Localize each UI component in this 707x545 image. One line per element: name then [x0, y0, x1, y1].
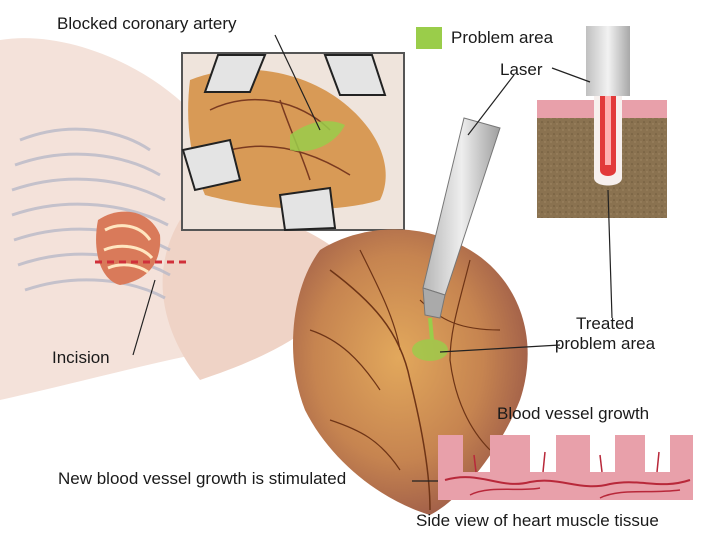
- inset-box: [182, 53, 404, 230]
- treated-label: Treated problem area: [545, 314, 665, 353]
- blocked-artery-label: Blocked coronary artery: [57, 14, 237, 34]
- side-view-label: Side view of heart muscle tissue: [416, 511, 659, 531]
- treated-label-line1: Treated: [545, 314, 665, 334]
- new-growth-label: New blood vessel growth is stimulated: [58, 469, 346, 489]
- incision-label: Incision: [52, 348, 110, 368]
- tissue-cross-section: [537, 26, 667, 218]
- laser-label: Laser: [500, 60, 543, 80]
- problem-area-legend: Problem area: [451, 28, 553, 48]
- laser-head: [586, 26, 630, 96]
- blood-vessel-growth-label: Blood vessel growth: [497, 404, 649, 424]
- heart-problem-area: [412, 339, 448, 361]
- treated-label-line2: problem area: [545, 334, 665, 354]
- problem-area-swatch: [416, 27, 442, 49]
